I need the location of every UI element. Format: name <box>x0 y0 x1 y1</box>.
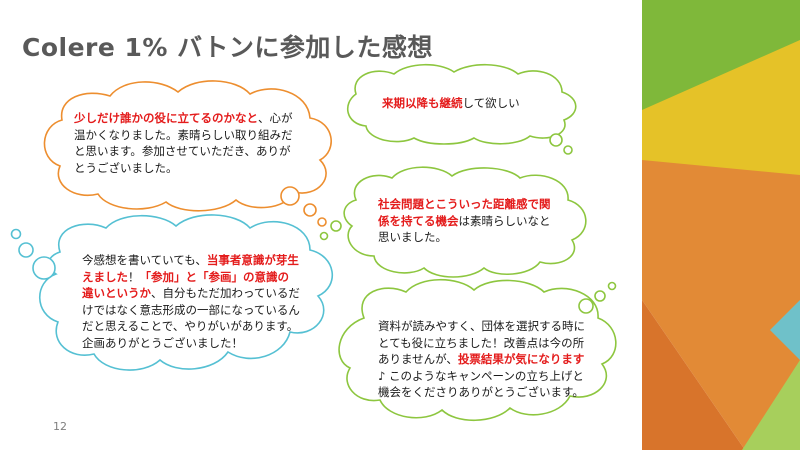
teal-thought-bubble <box>10 214 333 371</box>
bubble-orange-text: 少しだけ誰かの役に立てるのかなと、心が温かくなりました。素晴らしい取り組みだと思… <box>74 110 294 176</box>
bubble-teal-highlight-1: 当事者意識が芽生えました <box>82 253 299 284</box>
page-number: 12 <box>53 420 67 433</box>
bubble-green-large-text-1: 資料が読みやすく、団体を選択する時にとても役に立ちました！改善点は今の所ありませ… <box>378 319 585 366</box>
bubble-green-medium-highlight: 社会問題とこういった距離感で関係を持てる機会 <box>378 197 551 228</box>
bubble-green-large-highlight: 投票結果が気になります <box>457 352 585 366</box>
deco-lightgreen-shape <box>742 360 800 450</box>
bubble-green-medium-text: 社会問題とこういった距離感で関係を持てる機会は素晴らしいなと思いました。 <box>378 196 560 246</box>
bubble-green-small-highlight: 来期以降も継続 <box>382 96 463 110</box>
bubble-green-small-text: 来期以降も継続して欲しい <box>382 95 562 112</box>
bubble-green-large-text-2: ♪ このようなキャンペーンの立ち上げと機会をくださりありがとうございます。 <box>378 368 584 400</box>
bubble-green-medium-body: は素晴らしいなと思いました。 <box>378 213 551 245</box>
green-thought-bubble-small <box>346 63 577 155</box>
bubble-orange-highlight: 少しだけ誰かの役に立てるのかなと <box>74 111 258 125</box>
bubble-teal-highlight-2: 「参加」と「参画」の意識の違いというか <box>82 269 289 301</box>
bubble-teal-text-2: ！ <box>128 269 140 284</box>
bubble-teal-text-1: 今感想を書いていても、 <box>82 253 207 267</box>
bubble-green-large-text: 資料が読みやすく、団体を選択する時にとても役に立ちました！改善点は今の所ありませ… <box>378 318 588 401</box>
green-thought-bubble-large <box>338 279 617 421</box>
slide-title: Colere 1% バトンに参加した感想 <box>22 33 433 62</box>
deco-teal-shape <box>770 300 800 360</box>
bubble-green-small-body: して欲しい <box>462 96 520 110</box>
deco-orange-shape <box>642 160 800 450</box>
bubble-teal-text: 今感想を書いていても、当事者意識が芽生えました！「参加」と「参画」の意識の違いと… <box>82 252 300 351</box>
deco-darkorange-shape <box>642 300 745 450</box>
green-thought-bubble-medium <box>319 166 587 278</box>
bubble-orange-body: 、心が温かくなりました。素晴らしい取り組みだと思います。参加させていただき、あり… <box>74 111 293 175</box>
orange-thought-bubble <box>43 80 332 227</box>
bubble-teal-text-3: 、自分もただ加わっているだけではなく意志形成の一部になっているんだと思えることで… <box>82 286 300 350</box>
